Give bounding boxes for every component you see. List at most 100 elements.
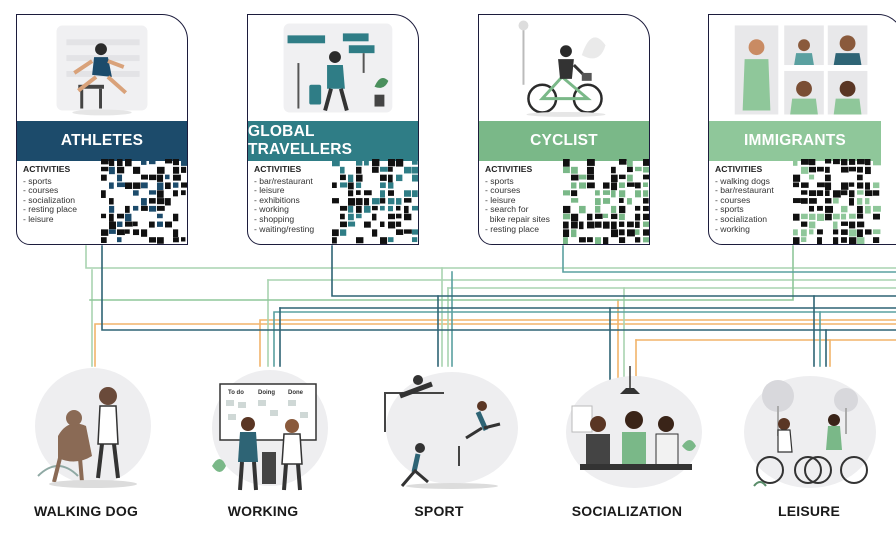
grid-cell [149,205,157,212]
activities-header: ACTIVITIES [485,164,533,174]
activity-item: - resting place [23,204,77,215]
grid-cell [857,198,863,205]
grid-cell [825,182,832,191]
activity-item: - waiting/resting [254,223,315,234]
profile-title-band: IMMIGRANTS [709,121,881,161]
grid-cell [809,190,817,197]
grid-cell [356,166,362,174]
grid-cell [157,213,163,219]
grid-cell [643,229,649,236]
grid-cell [372,229,378,237]
grid-cell [857,205,863,214]
grid-cell [133,182,141,189]
grid-cell [643,159,649,166]
grid-cell [149,174,157,181]
grid-cell [857,229,863,238]
grid-cell [619,182,625,188]
grid-cell [133,229,140,236]
grid-cell [340,166,345,174]
grid-cell [412,174,418,182]
activity-label-walking-dog: WALKING DOG [33,503,139,519]
grid-cell [865,182,870,190]
grid-cell [865,159,871,166]
grid-cell [841,182,849,190]
grid-cell [833,190,841,198]
grid-cell [841,221,849,226]
grid-cell [133,221,138,227]
grid-cell [125,229,130,234]
grid-cell [849,213,856,219]
grid-cell [412,205,418,211]
activity-item: - bar/restaurant [254,175,313,186]
connector-line [273,311,896,367]
activity-item: - walking dogs [715,175,770,186]
grid-cell [635,213,641,221]
grid-cell [619,237,626,244]
grid-cell [173,190,178,197]
grid-cell [571,198,579,203]
grid-cell [404,190,412,197]
grid-cell [388,221,396,229]
grid-cell [157,198,165,205]
grid-cell [157,174,164,182]
activity-label-working: WORKING [227,503,299,519]
grid-cell [356,198,363,206]
grid-cell [611,221,617,230]
grid-cell [833,159,840,165]
grid-cell [563,159,570,167]
grid-cell [801,237,807,242]
grid-cell [873,159,881,166]
grid-cell [619,205,626,214]
grid-cell [380,182,386,189]
grid-cell [595,221,602,228]
grid-cell [825,159,832,164]
grid-cell [173,229,179,238]
grid-cell [101,213,107,219]
activity-item: - sports [715,204,744,215]
profile-activities: ACTIVITIES - sports- courses- socializat… [23,164,103,225]
grid-cell [603,190,610,195]
grid-cell [611,205,617,213]
grid-cell [603,198,611,204]
grid-cell [833,237,839,244]
grid-cell [833,221,838,229]
grid-cell [109,205,115,213]
connector-line [331,245,896,297]
grid-cell [793,237,800,244]
grid-cell [388,166,393,172]
leisure-illustration [744,376,876,488]
grid-cell [849,182,855,187]
profile-title-band: ATHLETES [17,121,187,161]
grid-cell [364,205,371,213]
grid-cell [643,237,649,243]
connector-line [259,319,896,367]
grid-cell [388,159,396,167]
grid-cell [809,213,816,220]
activities-header: ACTIVITIES [715,164,763,174]
grid-cell [579,205,586,214]
grid-cell [181,237,186,242]
grid-cell [849,166,857,172]
grid-cell [340,205,348,211]
grid-cell [340,213,345,220]
grid-cell [611,229,619,238]
grid-cell [611,182,618,191]
grid-cell [579,174,587,180]
profile-activities: ACTIVITIES - walking dogs- bar/restauran… [715,164,795,234]
profile-activities: ACTIVITIES - bar/restaurant- leisure- ex… [254,164,334,235]
grid-cell [157,166,165,174]
grid-cell [793,198,801,204]
grid-cell [809,221,816,229]
grid-cell [356,213,362,219]
grid-cell [101,237,107,243]
grid-cell [380,205,385,211]
activities-list: - bar/restaurant- leisure- exhibitions- … [254,175,334,235]
grid-cell [801,166,809,174]
grid-cell [849,221,856,229]
grid-cell [109,229,116,234]
grid-cell [380,221,385,227]
grid-cell [563,237,568,244]
grid-cell [109,213,114,222]
grid-cell [157,237,164,244]
activity-item: - courses [485,185,521,196]
